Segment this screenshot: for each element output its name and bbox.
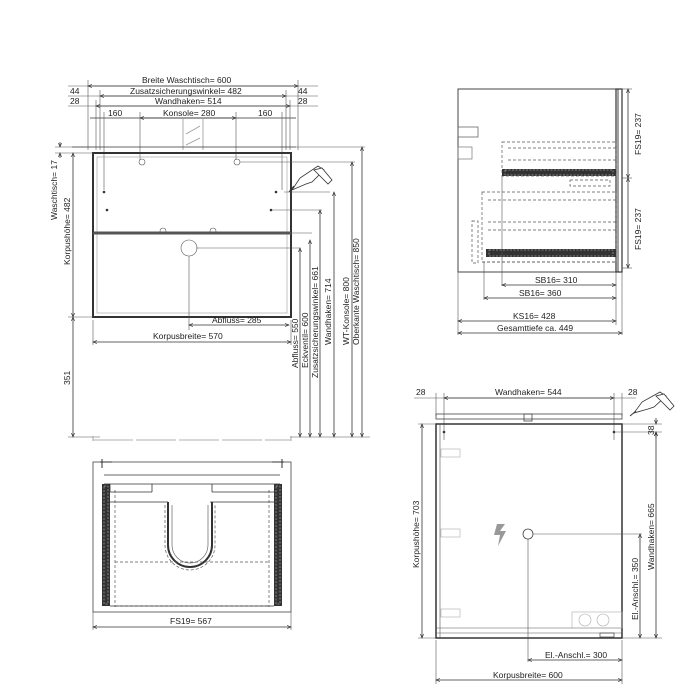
dim-waschtisch-17: Waschtisch= 17 — [49, 160, 59, 220]
dim-korpusbreite-600: Korpusbreite= 600 — [493, 670, 563, 680]
dim-eckventil-600: Eckventil= 600 — [300, 312, 310, 368]
dim-wandhaken-top: Wandhaken= 514 — [155, 96, 222, 106]
dim-left-160: 160 — [108, 108, 122, 118]
dim-right-160: 160 — [258, 108, 272, 118]
dim-left-28-mirror: 28 — [416, 387, 426, 397]
dim-konsole: Konsole= 280 — [163, 108, 215, 118]
dim-ks16-428: KS16= 428 — [513, 311, 556, 321]
dim-right-28-mirror: 28 — [628, 387, 638, 397]
drawer-view: FS19= 567 — [93, 459, 291, 630]
dim-fs19-top: FS19= 237 — [633, 113, 643, 155]
dim-wandhaken-544: Wandhaken= 544 — [495, 387, 562, 397]
drill-icon — [288, 165, 333, 193]
dim-sb16-360: SB16= 360 — [519, 288, 562, 298]
dim-zusatzsicherungswinkel-661: Zusatzsicherungswinkel= 661 — [310, 266, 320, 378]
front-view: Breite Waschtisch= 600 Zusatzsicherungsw… — [49, 75, 370, 441]
dim-korpusbreite-570: Korpusbreite= 570 — [153, 331, 223, 341]
dim-abfluss-285: Abfluss= 285 — [212, 315, 262, 325]
dim-oberkante-850: Oberkante Waschtisch= 850 — [351, 238, 361, 345]
dim-korpushoehe-703: Korpushöhe= 703 — [411, 500, 421, 568]
dim-wt-konsole-800: WT-Konsole= 800 — [341, 277, 351, 345]
dim-fs19-bottom: FS19= 237 — [633, 208, 643, 250]
dim-zusatzsicherungswinkel-top: Zusatzsicherungswinkel= 482 — [130, 86, 242, 96]
mirror-cabinet-view: 28 28 Wandhaken= 544 — [411, 387, 675, 684]
dim-abfluss-550: Abfluss= 550 — [290, 318, 300, 368]
dim-sb16-310: SB16= 310 — [535, 275, 578, 285]
dim-korpushoehe-482: Korpushöhe= 482 — [62, 197, 72, 265]
dim-wandhaken-714: Wandhaken= 714 — [323, 278, 333, 345]
dim-fs19-567: FS19= 567 — [170, 616, 212, 626]
dim-el-anschl-350: El.-Anschl.= 350 — [630, 558, 640, 620]
dim-right-28: 28 — [298, 96, 308, 106]
dim-right-44: 44 — [298, 86, 308, 96]
dim-left-44: 44 — [70, 86, 80, 96]
dim-gesamttiefe-449: Gesamttiefe ca. 449 — [497, 323, 573, 333]
dim-wandhaken-665: Wandhaken= 665 — [646, 503, 656, 570]
electrical-hazard-icon — [494, 524, 506, 546]
dim-breite-waschtisch: Breite Waschtisch= 600 — [142, 75, 231, 85]
dim-38: 38 — [646, 425, 656, 435]
dim-left-28: 28 — [70, 96, 80, 106]
dim-el-anschl-300: El.-Anschl.= 300 — [545, 650, 607, 660]
dim-351: 351 — [62, 371, 72, 385]
side-view: FS19= 237 FS19= 237 SB16= 310 SB16= 360 … — [458, 89, 643, 335]
drill-icon-mirror — [629, 391, 675, 417]
